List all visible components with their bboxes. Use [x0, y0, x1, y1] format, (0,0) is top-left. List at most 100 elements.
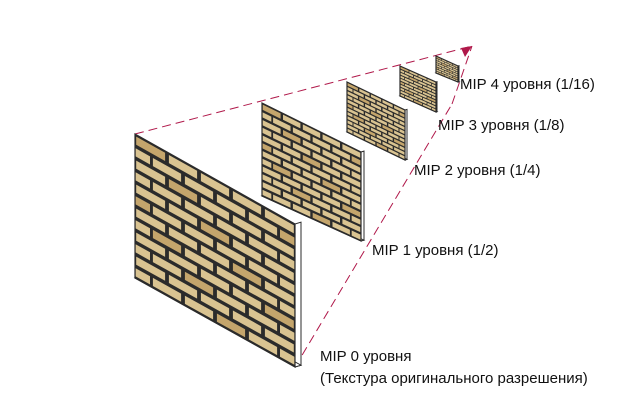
mip-2-brick	[365, 112, 376, 120]
mip-3-brick	[400, 87, 405, 92]
mip-2-brick	[347, 82, 358, 91]
mip-3-brick	[431, 83, 436, 88]
mip-2-brick	[353, 90, 364, 98]
mip-3-brick	[431, 95, 436, 100]
mip-0-brick	[152, 206, 182, 230]
mip-0-brick	[136, 232, 166, 257]
mip-0-brick	[264, 232, 294, 258]
mip-0-brick	[168, 179, 198, 203]
mip-0-brick	[135, 172, 150, 189]
mip-1-brick	[283, 176, 301, 190]
mip-2-brick	[388, 131, 399, 140]
mip-1-brick	[262, 120, 281, 134]
mip-1-brick	[292, 142, 311, 156]
mip-0-brick	[152, 277, 182, 302]
mip-1-brick	[312, 182, 331, 196]
mip-2-brick	[399, 128, 405, 135]
mip-1-brick	[322, 179, 340, 193]
mip-3-outline	[399, 65, 437, 113]
mip-3-label: MIP 3 уровня (1/8)	[438, 117, 565, 134]
mip-4-brick	[450, 64, 455, 69]
mip-2-face	[347, 82, 405, 160]
mip-4-face	[436, 56, 458, 82]
mip-0-brick	[136, 160, 166, 185]
mip-0-brick	[232, 310, 262, 335]
mip-2-brick	[370, 119, 382, 127]
mip-2-brick	[399, 145, 405, 151]
mip-2-brick	[353, 123, 364, 132]
mip-4-brick	[444, 66, 450, 70]
mip-0-brick	[216, 194, 246, 218]
mip-1-brick	[332, 206, 350, 220]
mip-3-brick	[427, 102, 436, 109]
mip-0-face	[135, 134, 295, 367]
mip-3-brick	[409, 82, 418, 89]
mip-3-brick	[400, 90, 409, 97]
mip-0-brick	[232, 286, 262, 311]
mip-4-brick	[447, 65, 453, 70]
mip-0-brick	[216, 217, 246, 242]
mip-1-brick	[342, 218, 361, 233]
mip-3-brick	[404, 71, 414, 78]
mip-2-brick	[388, 123, 399, 132]
mip-1-brick	[332, 191, 350, 205]
mip-4-brick	[447, 73, 453, 78]
mip-1-brick	[312, 167, 331, 181]
mip-1-brick	[283, 114, 301, 129]
mip-3-brick	[418, 80, 427, 87]
mip-1-brick	[302, 139, 321, 154]
mip-1-brick	[283, 145, 301, 159]
mip-1-brick	[322, 164, 340, 178]
mip-2-brick	[365, 120, 376, 129]
mip-0-brick	[264, 209, 294, 234]
mip-1-brick	[273, 148, 291, 162]
mip-2-brick	[347, 107, 358, 116]
mip-0-brick	[264, 328, 294, 353]
mip-0-panel	[133, 132, 303, 369]
mip-1-brick	[312, 136, 331, 151]
mip-1-face	[262, 103, 361, 241]
mip-2-brick	[399, 112, 405, 118]
mip-4-brick	[436, 60, 442, 65]
mip-3-brick	[413, 93, 423, 100]
mip-2-brick	[370, 110, 382, 119]
mip-1-brick	[322, 194, 340, 208]
mip-4-brick	[450, 77, 455, 81]
mip-1-label: MIP 1 уровня (1/2)	[372, 242, 499, 259]
mip-1-brick	[351, 200, 361, 210]
mip-0-brick	[184, 176, 214, 200]
mip-1-brick	[302, 124, 321, 139]
mip-4-brick	[436, 67, 439, 70]
mip-0-brick	[136, 184, 166, 209]
mip-1-brick	[283, 130, 301, 144]
mip-0-brick	[136, 256, 166, 281]
mip-1-brick	[322, 134, 340, 148]
mip-2-brick	[382, 116, 393, 125]
mip-1-brick	[292, 188, 311, 202]
guide-line-bottom	[294, 103, 453, 368]
mip-0-brick	[216, 289, 246, 314]
mip-2-brick	[382, 141, 393, 150]
mip-3-brick	[400, 75, 405, 80]
mip-1-brick	[262, 112, 272, 122]
mip-1-brick	[302, 170, 321, 184]
mip-0-brick	[280, 324, 295, 341]
mip-2-panel	[345, 81, 409, 161]
mip-4-outline	[435, 55, 459, 83]
mip-3-brick	[400, 93, 405, 98]
mip-1-brick	[292, 203, 311, 217]
mip-1-outline	[261, 102, 362, 242]
mip-2-brick	[394, 113, 405, 122]
mip-0-brick	[280, 229, 295, 246]
mip-4-brick	[436, 69, 442, 73]
guide-line-top	[134, 45, 473, 135]
mip-2-brick	[365, 95, 376, 104]
mip-4-brick	[455, 67, 458, 70]
mip-1-brick	[262, 104, 281, 119]
mip-2-brick	[353, 115, 364, 123]
mip-1-brick	[262, 182, 281, 196]
mip-2-brick	[370, 127, 382, 136]
mip-0-brick	[152, 229, 182, 254]
mip-0-outline	[134, 132, 296, 369]
mip-2-brick	[376, 109, 387, 118]
